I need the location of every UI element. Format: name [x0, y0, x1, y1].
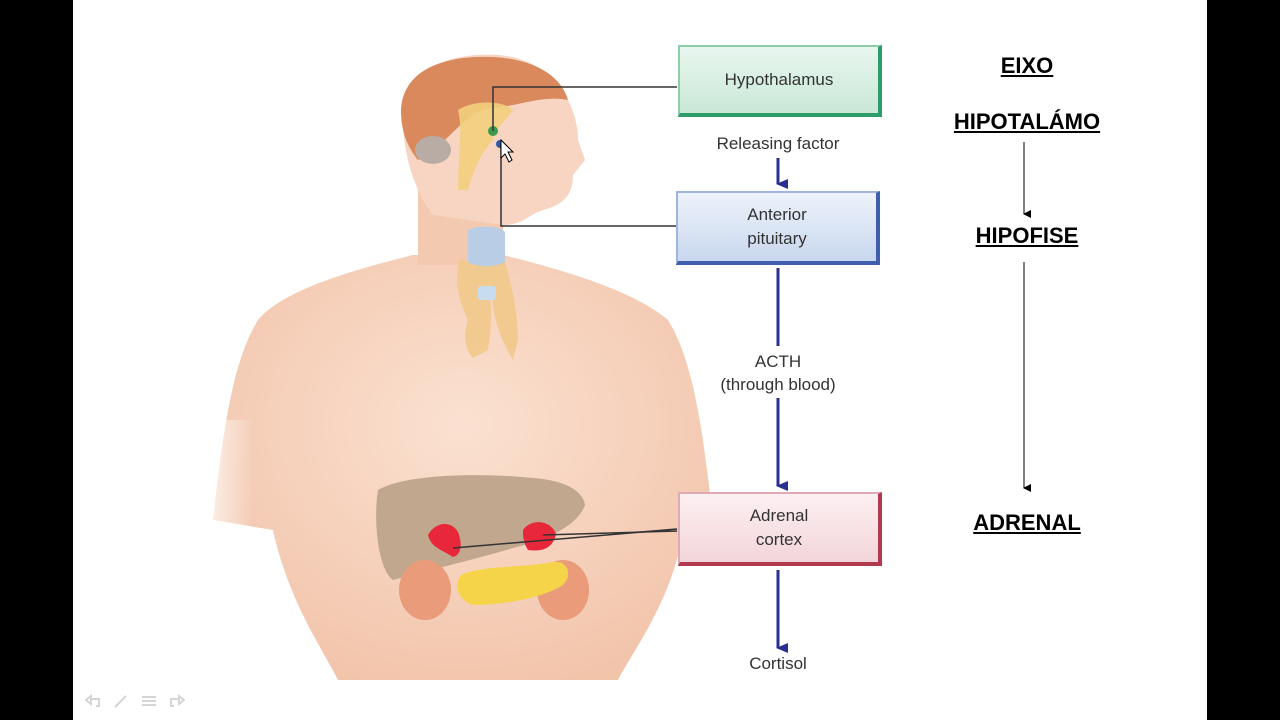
pancreas: [457, 561, 569, 605]
pituitary-leader: [500, 144, 676, 227]
adrenal-cortex-label: Adrenal cortex: [749, 506, 809, 549]
axis-label-hipofise: HIPOFISE: [975, 223, 1079, 248]
adrenal-right: [523, 522, 556, 551]
anterior-pituitary-box: Anterior pituitary: [676, 191, 880, 265]
anterior-pituitary-label: Anterior pituitary: [747, 205, 807, 248]
thyroid-lobes: [457, 258, 518, 360]
cortisol-label: Cortisol: [749, 654, 807, 673]
hypothalamus-leader: [492, 86, 677, 131]
menu-icon[interactable]: [141, 694, 157, 708]
torso: [213, 255, 713, 680]
hypothalamus-box: Hypothalamus: [678, 45, 882, 117]
acth-label: ACTH (through blood): [720, 352, 836, 394]
redo-icon[interactable]: [169, 694, 185, 708]
cursor-icon: [500, 138, 515, 163]
axis-label-adrenal: ADRENAL: [973, 510, 1081, 535]
slide: Hypothalamus Anterior pituitary Adrenal …: [73, 0, 1207, 720]
hypothalamus-label: Hypothalamus: [724, 70, 834, 89]
thyroid: [468, 226, 505, 268]
axis-label-eixo: EIXO: [1000, 53, 1054, 78]
adrenal-cortex-box: Adrenal cortex: [678, 492, 882, 566]
undo-icon[interactable]: [85, 694, 101, 708]
flow-connectors: [452, 86, 1031, 653]
releasing-factor-label: Releasing factor: [716, 134, 840, 153]
kidney-left: [399, 560, 451, 620]
liver: [376, 475, 585, 580]
pen-icon[interactable]: [113, 694, 129, 708]
cerebellum: [415, 136, 451, 164]
adrenal-leader-right: [542, 530, 678, 536]
axis-label-hipotalamo: HIPOTALÁMO: [953, 109, 1101, 134]
human-body-illustration: [193, 54, 713, 680]
slideshow-toolbar: [85, 694, 185, 708]
adrenal-left: [428, 524, 461, 557]
